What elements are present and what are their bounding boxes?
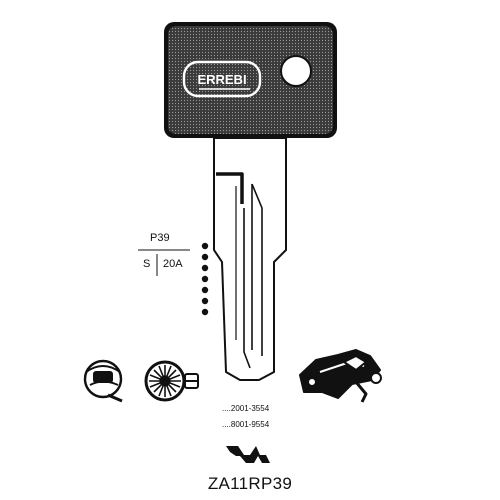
key-blade bbox=[213, 137, 287, 381]
range-2: ....8001-9554 bbox=[222, 420, 270, 429]
steering-lock-icon bbox=[144, 360, 199, 402]
key-bow bbox=[164, 22, 337, 138]
cut-dots bbox=[201, 242, 209, 316]
motorcycle-icon bbox=[299, 349, 382, 403]
keyring-hole bbox=[280, 55, 312, 87]
range-1: ....2001-3554 bbox=[222, 404, 270, 413]
side-code: S bbox=[143, 258, 151, 270]
series-code: P39 bbox=[150, 232, 170, 244]
helmet-icon bbox=[83, 359, 123, 403]
code-table bbox=[138, 249, 190, 276]
brand-logo-text: ERREBI bbox=[197, 72, 246, 87]
model-code: ZA11RP39 bbox=[207, 474, 293, 493]
key-cut-profile-icon bbox=[226, 446, 270, 463]
number-code: 20A bbox=[163, 258, 183, 270]
brand-logo: ERREBI bbox=[182, 60, 262, 98]
